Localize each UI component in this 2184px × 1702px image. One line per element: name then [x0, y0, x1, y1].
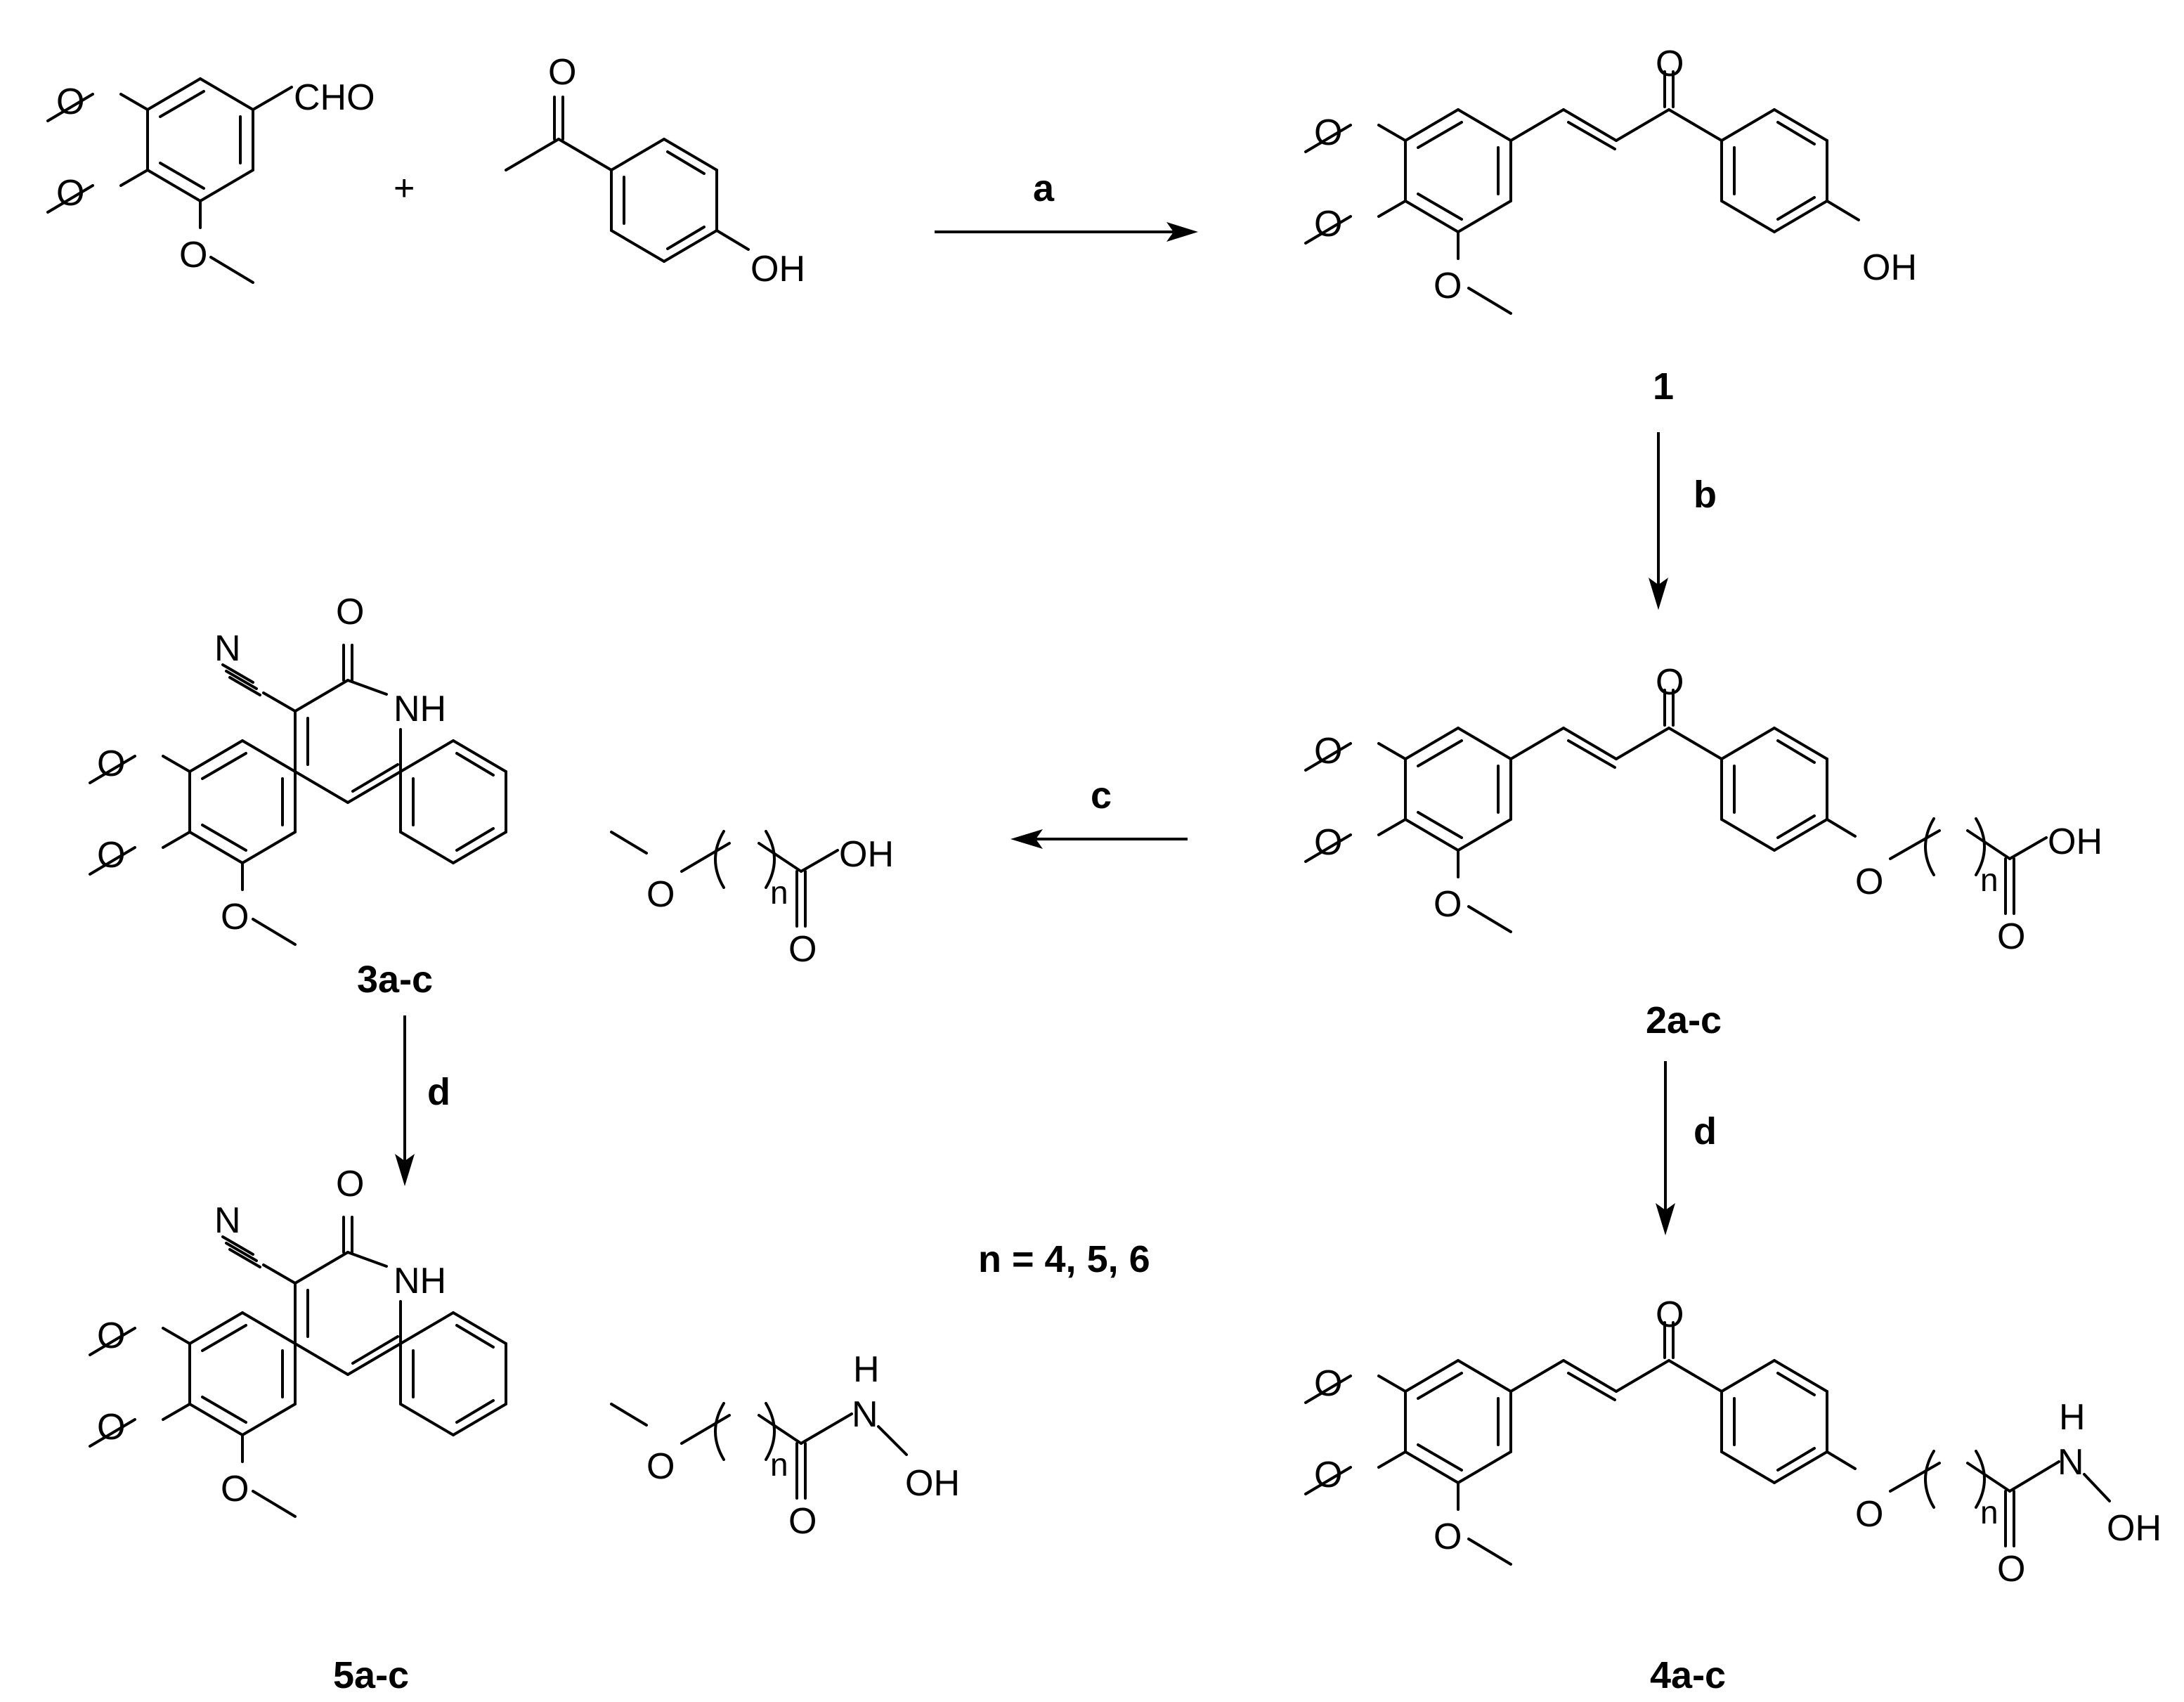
n-values-note: n = 4, 5, 6: [978, 1238, 1150, 1280]
compound-label-3a-c: 3a-c: [357, 959, 433, 1001]
compound-label-5a-c: 5a-c: [333, 1654, 409, 1696]
oxygen-label: O: [1314, 731, 1342, 772]
repeat-n-label: n: [1980, 1494, 1998, 1531]
reaction-arrow-b: b: [1649, 432, 1717, 610]
oxygen-label: O: [97, 1407, 125, 1448]
reaction-arrow-d-left: d: [395, 1015, 450, 1186]
compound-5a-c-structure: O O O NH O N O n O N H OH 5a-c: [90, 1164, 960, 1696]
hydroxyacetophenone-structure: O OH: [505, 52, 805, 290]
oxygen-label: O: [97, 743, 125, 784]
oxygen-label: O: [336, 1164, 364, 1204]
hydroxyl-label: OH: [2048, 821, 2102, 862]
reagent-label-b: b: [1694, 474, 1717, 516]
nitrile-n-label: N: [214, 1200, 241, 1241]
trimethoxybenzaldehyde-structure: CHO O O O: [46, 77, 375, 284]
amide-h-label: H: [2059, 1397, 2086, 1438]
ether-oxygen-label: O: [646, 874, 675, 915]
amide-n-label: N: [2058, 1442, 2084, 1483]
repeat-n-label: n: [770, 1446, 788, 1483]
compound-4a-c-structure: O O O O O n O N H OH 4a-c: [1306, 1294, 2162, 1696]
compound-label-4a-c: 4a-c: [1650, 1654, 1726, 1696]
oxygen-label: O: [97, 1316, 125, 1356]
compound-3a-c-structure: O O O NH O N O n OH O 3a-c: [90, 592, 894, 1001]
oxygen-label: O: [1314, 822, 1342, 863]
oxygen-label: O: [1314, 1363, 1342, 1404]
compound-label-1: 1: [1653, 365, 1674, 408]
compound-label-2a-c: 2a-c: [1646, 999, 1722, 1041]
reaction-arrow-c: c: [1010, 774, 1188, 849]
oxygen-label: O: [221, 1469, 249, 1509]
oxygen-label: O: [221, 897, 249, 937]
ether-oxygen-label: O: [646, 1446, 675, 1487]
repeat-n-label: n: [1980, 862, 1998, 898]
cho-label: CHO: [294, 77, 375, 118]
reagent-label-c: c: [1091, 774, 1112, 817]
oxygen-label: O: [1434, 884, 1462, 925]
hydroxyl-label: OH: [1862, 247, 1917, 288]
reaction-arrow-a: a: [935, 167, 1198, 242]
reagent-label-d-left: d: [427, 1071, 450, 1113]
ether-oxygen-label: O: [1855, 1494, 1883, 1535]
oxygen-label: O: [1997, 1549, 2025, 1590]
compound-2a-c-structure: O O O O O n OH O 2a-c: [1306, 662, 2102, 1041]
oxygen-label: O: [1434, 266, 1462, 306]
oxygen-label: O: [56, 173, 84, 214]
oxygen-label: O: [1997, 916, 2025, 957]
repeat-n-label: n: [770, 874, 788, 911]
oxygen-label: O: [336, 592, 364, 632]
amide-n-label: N: [852, 1394, 878, 1435]
oxygen-label: O: [1314, 204, 1342, 245]
oxygen-label: O: [97, 835, 125, 876]
oxygen-label: O: [1314, 112, 1342, 153]
hydroxyl-label: OH: [2107, 1508, 2162, 1549]
hydroxyl-label: OH: [905, 1463, 960, 1504]
oxygen-label: O: [1434, 1516, 1462, 1557]
hydroxyl-label: OH: [839, 834, 894, 875]
oxygen-label: O: [788, 1501, 817, 1542]
ether-oxygen-label: O: [1855, 862, 1883, 902]
hydroxyl-label: OH: [750, 249, 805, 290]
plus-sign: +: [394, 168, 415, 209]
oxygen-label: O: [56, 82, 84, 122]
oxygen-label: O: [1656, 662, 1684, 703]
nitrile-n-label: N: [214, 628, 241, 669]
oxygen-label: O: [548, 52, 576, 93]
oxygen-label: O: [1656, 1294, 1684, 1335]
oxygen-label: O: [1656, 44, 1684, 84]
nh-label: NH: [394, 689, 446, 729]
reaction-arrow-d-right: d: [1656, 1061, 1717, 1235]
reagent-label-a: a: [1033, 167, 1055, 209]
oxygen-label: O: [788, 929, 817, 970]
reagent-label-d-right: d: [1694, 1110, 1717, 1152]
oxygen-label: O: [1314, 1455, 1342, 1495]
oxygen-label: O: [179, 235, 207, 275]
nh-label: NH: [394, 1261, 446, 1301]
amide-h-label: H: [853, 1349, 880, 1390]
compound-1-structure: O O O O OH 1: [1306, 44, 1917, 408]
